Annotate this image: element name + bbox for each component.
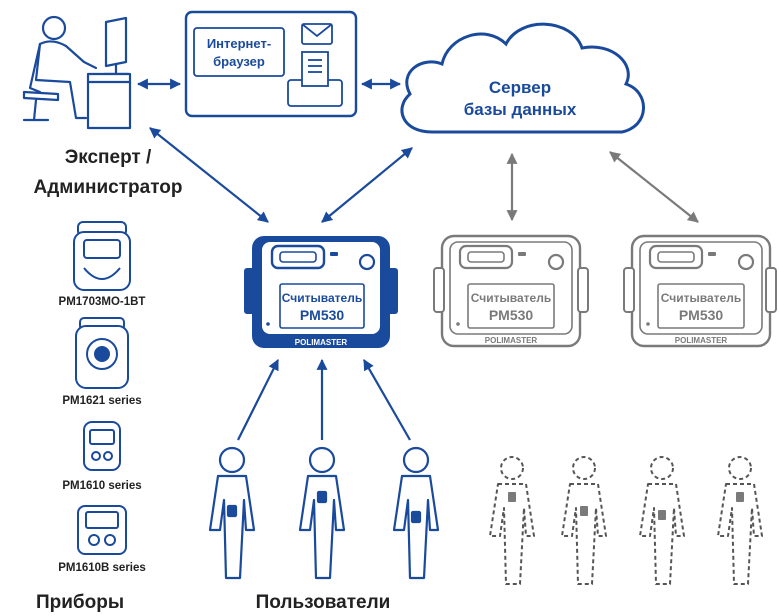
pm1621-device-icon — [75, 317, 129, 389]
reader-main-brand: POLIMASTER — [295, 338, 348, 347]
pm1703-device-icon — [73, 221, 131, 291]
reader-main-label-line1: Считыватель — [282, 291, 362, 305]
device-label-pm1703: PM1703MO-1BT — [59, 296, 146, 308]
browser-label-line1: Интернет- — [207, 36, 271, 51]
reader-secondary2-brand: POLIMASTER — [675, 336, 728, 345]
user1-dosimeter-icon — [226, 504, 238, 518]
device-pm1610b: PM1610B series — [58, 505, 146, 574]
user-figure-1 — [208, 446, 256, 580]
pm1610-device-icon — [83, 421, 121, 471]
reader-secondary2-label-line1: Считыватель — [661, 291, 741, 305]
device-label-pm1610b: PM1610B series — [58, 562, 146, 574]
device-pm1703: PM1703MO-1BT — [59, 221, 146, 308]
reader-secondary2-label-line2: PM530 — [679, 307, 724, 323]
user-figure-dashed-1 — [489, 456, 535, 585]
reader-pm530-main: Считыватель PM530 POLIMASTER — [244, 236, 398, 348]
device-label-pm1621: PM1621 series — [62, 395, 141, 407]
reader-secondary1-label-line1: Считыватель — [471, 291, 551, 305]
reader-pm530-secondary-2: Считыватель PM530 POLIMASTER — [623, 234, 777, 348]
reader-secondary1-label-line2: PM530 — [489, 307, 534, 323]
user-figure-dashed-3 — [639, 456, 685, 585]
user-figure-dashed-2 — [561, 456, 607, 585]
arrow-expert-reader — [149, 127, 269, 223]
arrow-server-reader — [321, 147, 413, 223]
expert-workstation-icon — [22, 15, 132, 130]
device-pm1621: PM1621 series — [62, 317, 142, 407]
pm1610b-device-icon — [77, 505, 127, 555]
arrow-user3-reader — [363, 359, 411, 441]
device-pm1610: PM1610 series — [62, 421, 142, 492]
fax-icon — [287, 51, 343, 107]
reader-main-label-line2: PM530 — [300, 307, 345, 323]
user5-dosimeter-icon — [580, 506, 588, 516]
database-server-cloud: Сервер базы данных — [400, 22, 645, 134]
user-figure-3 — [392, 446, 440, 580]
user3-dosimeter-icon — [410, 510, 422, 524]
user4-dosimeter-icon — [508, 492, 516, 502]
server-label-line2: базы данных — [464, 100, 577, 119]
device-label-pm1610: PM1610 series — [62, 480, 141, 492]
user7-dosimeter-icon — [736, 492, 744, 502]
user-figure-2 — [298, 446, 346, 580]
users-section-label: Пользователи — [256, 592, 391, 613]
mail-icon — [301, 23, 333, 45]
user6-dosimeter-icon — [658, 510, 666, 520]
reader-secondary1-brand: POLIMASTER — [485, 336, 538, 345]
devices-section-label: Приборы — [36, 592, 124, 613]
server-label-line1: Сервер — [489, 78, 551, 97]
expert-label-line1: Эксперт / — [65, 147, 152, 168]
expert-label-line2: Администратор — [34, 177, 183, 198]
user-figure-dashed-4 — [717, 456, 763, 585]
arrow-user1-reader — [237, 359, 279, 441]
arrow-server-reader3 — [609, 151, 699, 223]
connection-arrows — [136, 78, 699, 441]
browser-label-line2: браузер — [213, 54, 265, 69]
reader-pm530-secondary-1: Считыватель PM530 POLIMASTER — [433, 234, 589, 348]
browser-panel: Интернет- браузер — [184, 10, 358, 118]
user2-dosimeter-icon — [316, 490, 328, 504]
expert-label: Эксперт / Администратор — [34, 147, 183, 198]
